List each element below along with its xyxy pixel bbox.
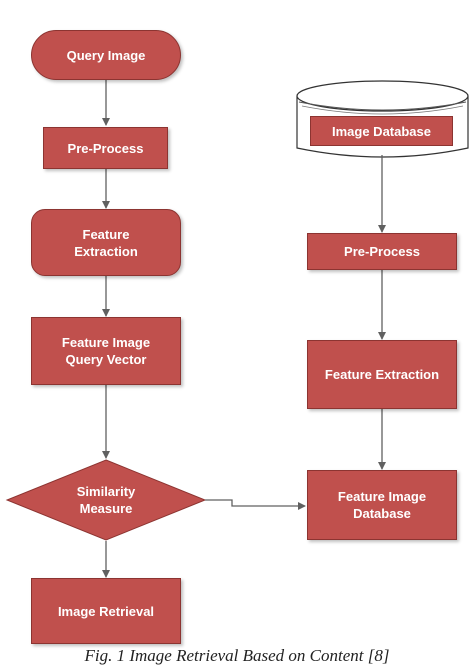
- node-image-database: Image Database: [310, 116, 453, 146]
- node-feature-image-query-vector-line1: Feature Image: [61, 335, 151, 350]
- node-pre-process-right-label: Pre-Process: [344, 244, 420, 259]
- node-feature-image-query-vector: Feature Image Query Vector: [31, 317, 181, 385]
- node-feature-extraction-left-line2: Extraction: [74, 243, 138, 259]
- figure-caption-text: Fig. 1 Image Retrieval Based on Content: [84, 646, 368, 665]
- node-pre-process-left-label: Pre-Process: [67, 140, 144, 156]
- node-feature-image-database-line2: Database: [353, 506, 411, 521]
- node-query-image: Query Image: [31, 30, 181, 80]
- figure-caption: Fig. 1 Image Retrieval Based on Content …: [0, 646, 474, 666]
- node-feature-extraction-left: Feature Extraction: [31, 209, 181, 276]
- node-image-retrieval: Image Retrieval: [31, 578, 181, 644]
- node-feature-extraction-right: Feature Extraction: [307, 340, 457, 409]
- node-query-image-label: Query Image: [66, 47, 146, 63]
- node-feature-extraction-right-label: Feature Extraction: [324, 367, 440, 382]
- node-similarity-measure-line2: Measure: [79, 501, 133, 516]
- node-feature-image-database-line1: Feature Image: [337, 489, 427, 504]
- figure-caption-ref: [8]: [367, 646, 390, 665]
- node-similarity-measure-line1: Similarity: [76, 484, 136, 499]
- node-image-database-label: Image Database: [332, 123, 431, 139]
- node-feature-image-query-vector-line2: Query Vector: [65, 352, 147, 367]
- node-pre-process-left: Pre-Process: [43, 127, 168, 169]
- node-image-retrieval-label: Image Retrieval: [57, 603, 155, 619]
- node-feature-extraction-left-line1: Feature: [82, 226, 130, 242]
- node-similarity-measure-text: Similarity Measure: [40, 480, 172, 520]
- similarity-measure-diamond: [5, 459, 207, 541]
- edge-feature-db-to-similarity: [205, 499, 306, 510]
- node-feature-image-database: Feature Image Database: [307, 470, 457, 540]
- edges: [102, 80, 386, 578]
- node-pre-process-right: Pre-Process: [307, 233, 457, 270]
